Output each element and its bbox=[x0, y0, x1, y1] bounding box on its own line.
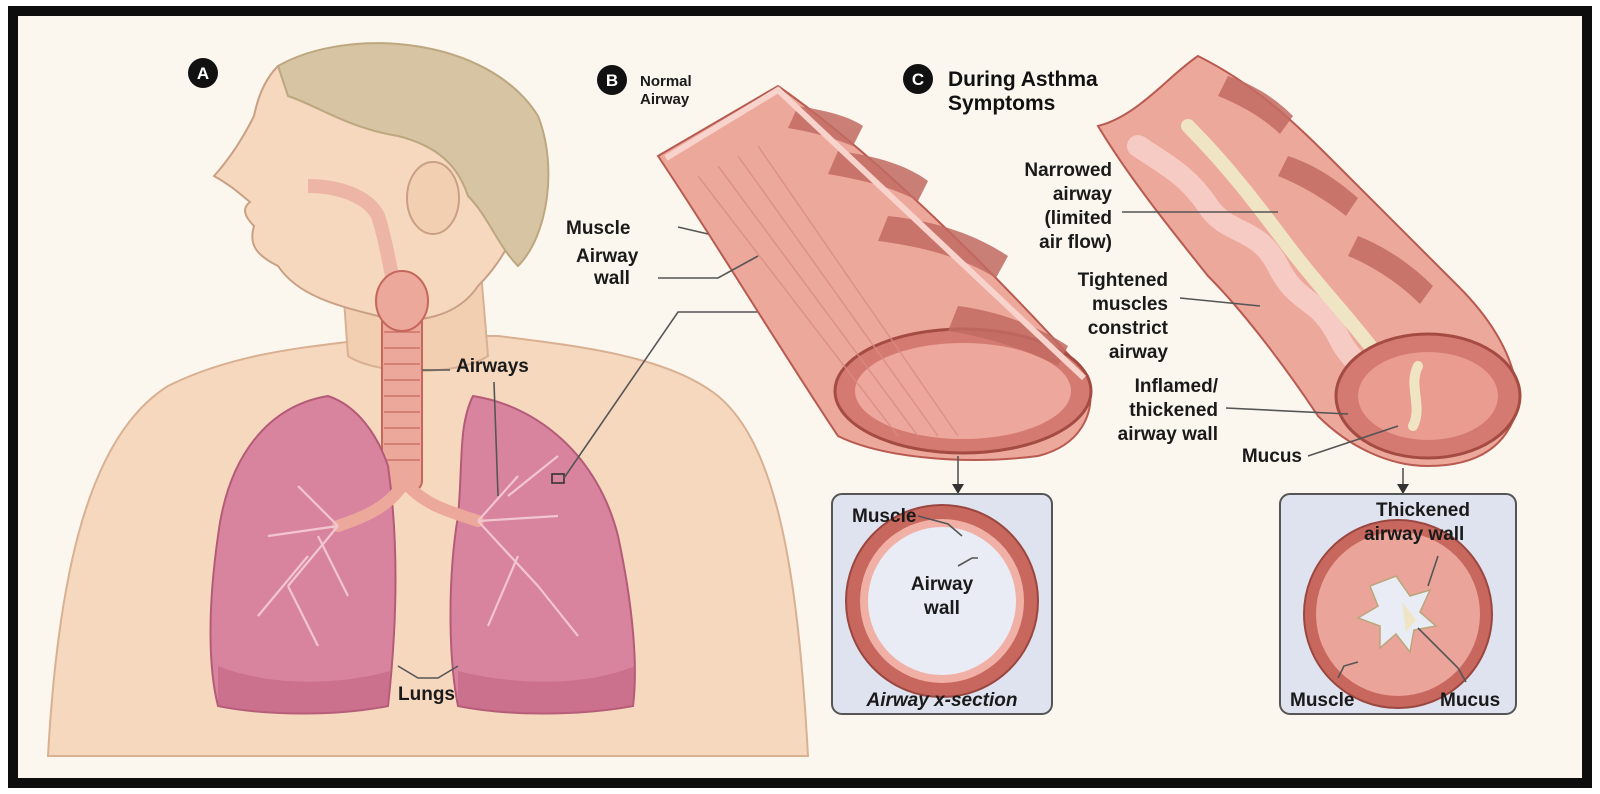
label-airway-wall-b-2: wall bbox=[593, 268, 630, 289]
label-airways: Airways bbox=[456, 356, 529, 377]
xsection-asthma-muscle: Muscle bbox=[1290, 690, 1354, 711]
badge-a: A bbox=[188, 58, 218, 88]
xsection-normal-muscle: Muscle bbox=[852, 506, 916, 527]
svg-text:B: B bbox=[606, 71, 618, 90]
panel-a-illustration bbox=[46, 42, 810, 757]
xsection-normal-caption: Airway x-section bbox=[866, 690, 1018, 711]
xsection-normal-wall-1: Airway bbox=[911, 574, 974, 595]
label-tightened-2: muscles bbox=[1092, 294, 1168, 315]
label-narrowed-2: airway bbox=[1053, 184, 1113, 205]
label-lungs: Lungs bbox=[398, 684, 455, 705]
xsection-asthma-mucus: Mucus bbox=[1440, 690, 1500, 711]
label-narrowed-1: Narrowed bbox=[1024, 160, 1112, 181]
pointer-line bbox=[563, 311, 768, 479]
xsection-normal-wall-2: wall bbox=[923, 598, 960, 619]
label-narrowed-3: (limited bbox=[1044, 208, 1112, 229]
xsection-asthma-thickened-2: airway wall bbox=[1364, 524, 1464, 545]
label-inflamed-1: Inflamed/ bbox=[1135, 376, 1219, 397]
label-narrowed-4: air flow) bbox=[1039, 232, 1112, 253]
badge-c: C bbox=[903, 64, 933, 94]
xsection-asthma-thickened-1: Thickened bbox=[1376, 500, 1470, 521]
label-tightened-3: constrict bbox=[1088, 318, 1169, 339]
panel-b-title-line2: Airway bbox=[640, 91, 690, 108]
label-mucus-c: Mucus bbox=[1242, 446, 1302, 467]
label-tightened-4: airway bbox=[1109, 342, 1169, 363]
panel-c-illustration bbox=[1096, 54, 1522, 494]
label-inflamed-3: airway wall bbox=[1118, 424, 1218, 445]
label-inflamed-2: thickened bbox=[1129, 400, 1218, 421]
xsection-box-normal bbox=[831, 493, 1053, 715]
panel-c-title-line2: Symptoms bbox=[948, 92, 1055, 115]
svg-text:C: C bbox=[912, 70, 924, 89]
label-muscle-b: Muscle bbox=[566, 218, 630, 239]
label-airway-wall-b-1: Airway bbox=[576, 246, 639, 267]
svg-text:A: A bbox=[197, 64, 209, 83]
xsection-box-asthma bbox=[1279, 493, 1517, 715]
asthma-airway-diagram: A Airways Lungs B Normal A bbox=[46, 42, 1522, 757]
panel-b-illustration bbox=[656, 84, 1093, 494]
diagram-frame: A Airways Lungs B Normal A bbox=[8, 6, 1592, 788]
label-tightened-1: Tightened bbox=[1078, 270, 1168, 291]
panel-c-title-line1: During Asthma bbox=[948, 68, 1098, 91]
panel-b-title-line1: Normal bbox=[640, 73, 692, 90]
badge-b: B bbox=[597, 65, 627, 95]
